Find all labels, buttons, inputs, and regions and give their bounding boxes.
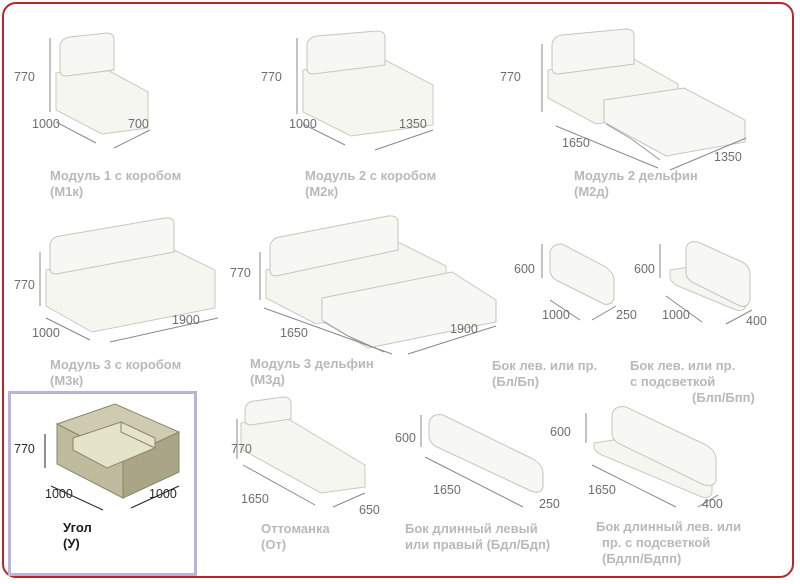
module-m3k[interactable]: 770 1000 1900 Модуль 3 с коробом (М3к) — [10, 212, 240, 390]
module-blp-width: 400 — [746, 314, 767, 328]
module-bdlp-caption: Бок длинный лев. или пр. с подсветкой (Б… — [596, 519, 742, 566]
module-m3d-height: 770 — [230, 266, 251, 280]
module-bdl-width: 250 — [539, 497, 560, 511]
module-m2d-width: 1350 — [714, 150, 742, 164]
module-blp[interactable]: 600 1000 400 Бок лев. или пр. с подсветк… — [630, 230, 795, 405]
module-m1k[interactable]: 770 1000 700 Модуль 1 с коробом (М1к) — [10, 30, 240, 210]
module-bdlp-depth: 1650 — [588, 483, 616, 497]
module-u-caption: Угол (У) — [63, 520, 92, 551]
module-m1k-image — [49, 32, 151, 149]
module-m3d[interactable]: 770 1650 1900 Модуль 3 дельфин (М3д) — [228, 190, 518, 390]
module-m3k-height: 770 — [14, 278, 35, 292]
module-m1k-width: 700 — [128, 117, 149, 131]
module-ot[interactable]: 770 1650 650 Оттоманка (От) — [225, 395, 400, 575]
module-bdl-depth: 1650 — [433, 483, 461, 497]
module-bdlp-width: 400 — [702, 497, 723, 511]
module-u-image — [44, 403, 181, 511]
module-u-height: 770 — [14, 442, 35, 456]
module-ot-caption: Оттоманка (От) — [261, 521, 330, 552]
module-bl-image — [541, 243, 617, 321]
module-m2k-height: 770 — [261, 70, 282, 84]
module-blp-height: 600 — [634, 262, 655, 276]
module-bl-height: 600 — [514, 262, 535, 276]
module-bl-depth: 1000 — [542, 308, 570, 322]
module-bl-width: 250 — [616, 308, 637, 322]
module-m2d-caption: Модуль 2 дельфин (М2д) — [574, 168, 698, 199]
module-m3d-caption: Модуль 3 дельфин (М3д) — [250, 356, 374, 387]
page-frame — [2, 2, 794, 578]
module-m1k-depth: 1000 — [32, 117, 60, 131]
module-blp-caption: Бок лев. или пр. с подсветкой (Блп/Бпп) — [630, 358, 755, 405]
module-bdlp-height: 600 — [550, 425, 571, 439]
module-bdl-caption: Бок длинный левый или правый (Бдл/Бдп) — [405, 521, 551, 552]
module-u-depth: 1000 — [45, 487, 73, 501]
module-m3k-image — [39, 217, 219, 343]
module-m3d-width: 1900 — [450, 322, 478, 336]
module-m3k-caption: Модуль 3 с коробом (М3к) — [50, 357, 182, 388]
module-m2d-image — [541, 28, 747, 171]
module-bdlp[interactable]: 600 1650 400 Бок длинный лев. или пр. с … — [550, 395, 795, 575]
module-m2d[interactable]: 770 1650 1350 Модуль 2 дельфин (М2д) — [500, 20, 790, 210]
module-bdlp-image — [585, 406, 719, 508]
module-m1k-caption: Модуль 1 с коробом (М1к) — [50, 168, 182, 199]
module-m2k[interactable]: 770 1000 1350 Модуль 2 с коробом (М2к) — [255, 30, 515, 210]
module-m2k-depth: 1000 — [289, 117, 317, 131]
module-m2k-image — [296, 30, 434, 151]
module-bdl-image — [420, 414, 544, 508]
module-bl[interactable]: 600 1000 250 Бок лев. или пр. (Бл/Бп) — [492, 230, 640, 390]
module-m3k-depth: 1000 — [32, 326, 60, 340]
module-m2d-depth: 1650 — [562, 136, 590, 150]
module-m2k-caption: Модуль 2 с коробом (М2к) — [305, 168, 437, 199]
module-m2d-height: 770 — [500, 70, 521, 84]
module-m3d-depth: 1650 — [280, 326, 308, 340]
module-m3d-image — [259, 215, 497, 355]
module-ot-height: 770 — [231, 442, 252, 456]
module-m1k-height: 770 — [14, 70, 35, 84]
module-bl-caption: Бок лев. или пр. (Бл/Бп) — [492, 358, 598, 389]
module-m2k-width: 1350 — [399, 117, 427, 131]
module-m3k-width: 1900 — [172, 313, 200, 327]
module-ot-depth: 1650 — [241, 492, 269, 506]
module-blp-depth: 1000 — [662, 308, 690, 322]
module-u-selected[interactable]: 770 1000 1000 Угол (У) — [8, 391, 197, 576]
module-bdl[interactable]: 600 1650 250 Бок длинный левый или правы… — [395, 395, 595, 575]
module-bdl-height: 600 — [395, 431, 416, 445]
module-ot-width: 650 — [359, 503, 380, 517]
module-u-width: 1000 — [149, 487, 177, 501]
module-blp-image — [659, 241, 753, 325]
module-ot-image — [236, 396, 366, 508]
